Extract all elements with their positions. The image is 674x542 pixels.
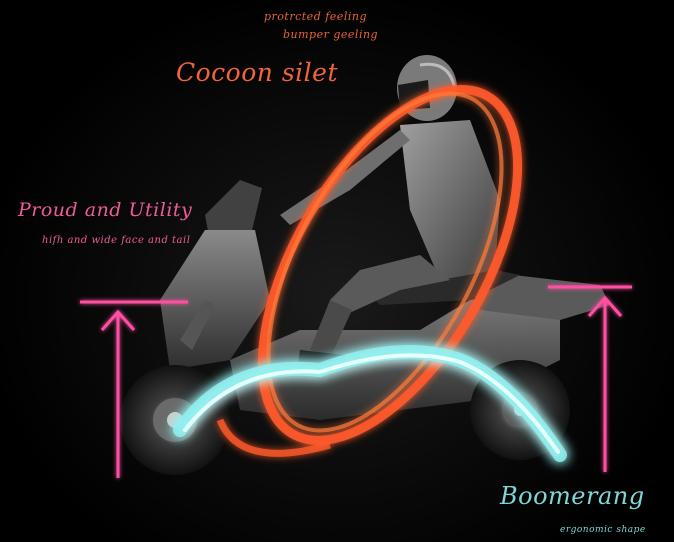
cocoon-silhouette-heading: Cocoon silet <box>176 58 338 87</box>
proud-utility-note: hifh and wide face and tail <box>42 235 190 246</box>
bumper-feeling-note: bumper geeling <box>283 28 378 41</box>
protected-feeling-note: protrcted feeling <box>264 10 367 23</box>
front-wheel <box>120 365 230 475</box>
proud-utility-heading: Proud and Utility <box>18 199 192 221</box>
boomerang-heading: Boomerang <box>500 482 645 510</box>
boomerang-note: ergonomic shape <box>560 525 646 535</box>
